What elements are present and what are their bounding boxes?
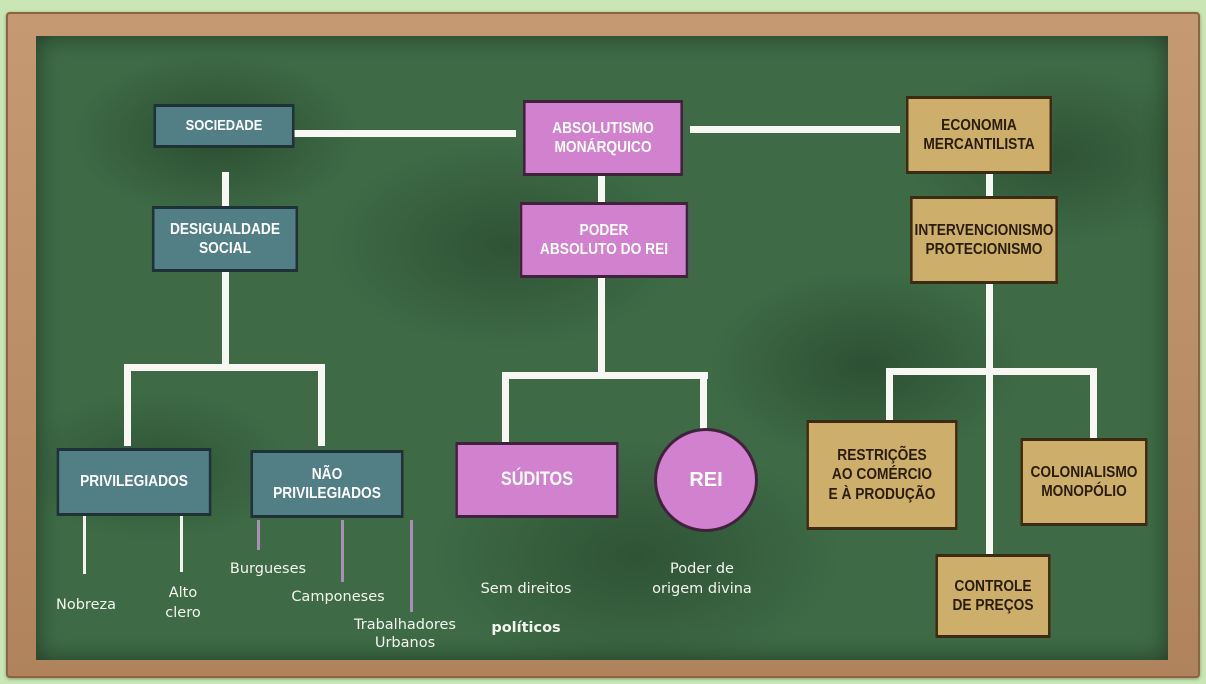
node-poder: PODER ABSOLUTO DO REI [519, 202, 689, 278]
leader-line [257, 520, 260, 550]
node-intervencionismo: INTERVENCIONISMO PROTECIONISMO [910, 196, 1058, 284]
connector-line [1090, 368, 1097, 440]
node-suditos: SÚDITOS [455, 442, 619, 518]
node-rei: REI [654, 428, 758, 532]
connector-line [502, 372, 509, 442]
leader-line [341, 520, 344, 582]
connector-line [690, 126, 900, 133]
node-absolutismo: ABSOLUTISMO MONÁRQUICO [523, 100, 683, 176]
label-alto-clero: Alto clero [165, 585, 201, 621]
node-restricoes: RESTRIÇÕES AO COMÉRCIO E À PRODUÇÃO [806, 420, 958, 530]
connector-line [886, 368, 893, 420]
node-controle: CONTROLE DE PREÇOS [935, 554, 1051, 638]
connector-line [598, 174, 605, 202]
connector-line [598, 270, 605, 374]
connector-line [222, 172, 229, 208]
connector-line [886, 368, 1096, 375]
node-privilegiados: PRIVILEGIADOS [56, 448, 212, 516]
node-desigualdade: DESIGUALDADE SOCIAL [151, 206, 299, 272]
leader-line [83, 516, 86, 574]
node-colonialismo: COLONIALISMO MONOPÓLIO [1020, 438, 1148, 526]
label-nobreza: Nobreza [56, 597, 116, 613]
label-sem-direitos-line1: Sem direitos [480, 580, 572, 597]
connector-line [986, 174, 993, 198]
label-sem-direitos: Sem direitos políticos [446, 560, 606, 638]
connector-line [502, 372, 708, 379]
connector-line [124, 364, 324, 371]
leader-line [180, 516, 183, 572]
label-sem-direitos-line2: políticos [491, 619, 561, 636]
leader-line [410, 520, 413, 612]
connector-line [222, 272, 229, 364]
label-trabalhadores: Trabalhadores Urbanos [354, 617, 456, 652]
label-poder-origem: Poder de origem divina [652, 561, 752, 597]
node-nao-privilegiados: NÃO PRIVILEGIADOS [250, 450, 404, 518]
connector-line [700, 372, 707, 434]
label-burgueses: Burgueses [229, 561, 307, 577]
connector-line [986, 284, 993, 554]
connector-line [318, 364, 325, 446]
node-economia: ECONOMIA MERCANTILISTA [905, 96, 1053, 174]
connector-line [124, 364, 131, 446]
label-camponeses: Camponeses [291, 589, 385, 605]
node-sociedade: SOCIEDADE [153, 104, 295, 148]
connector-line [286, 130, 516, 137]
